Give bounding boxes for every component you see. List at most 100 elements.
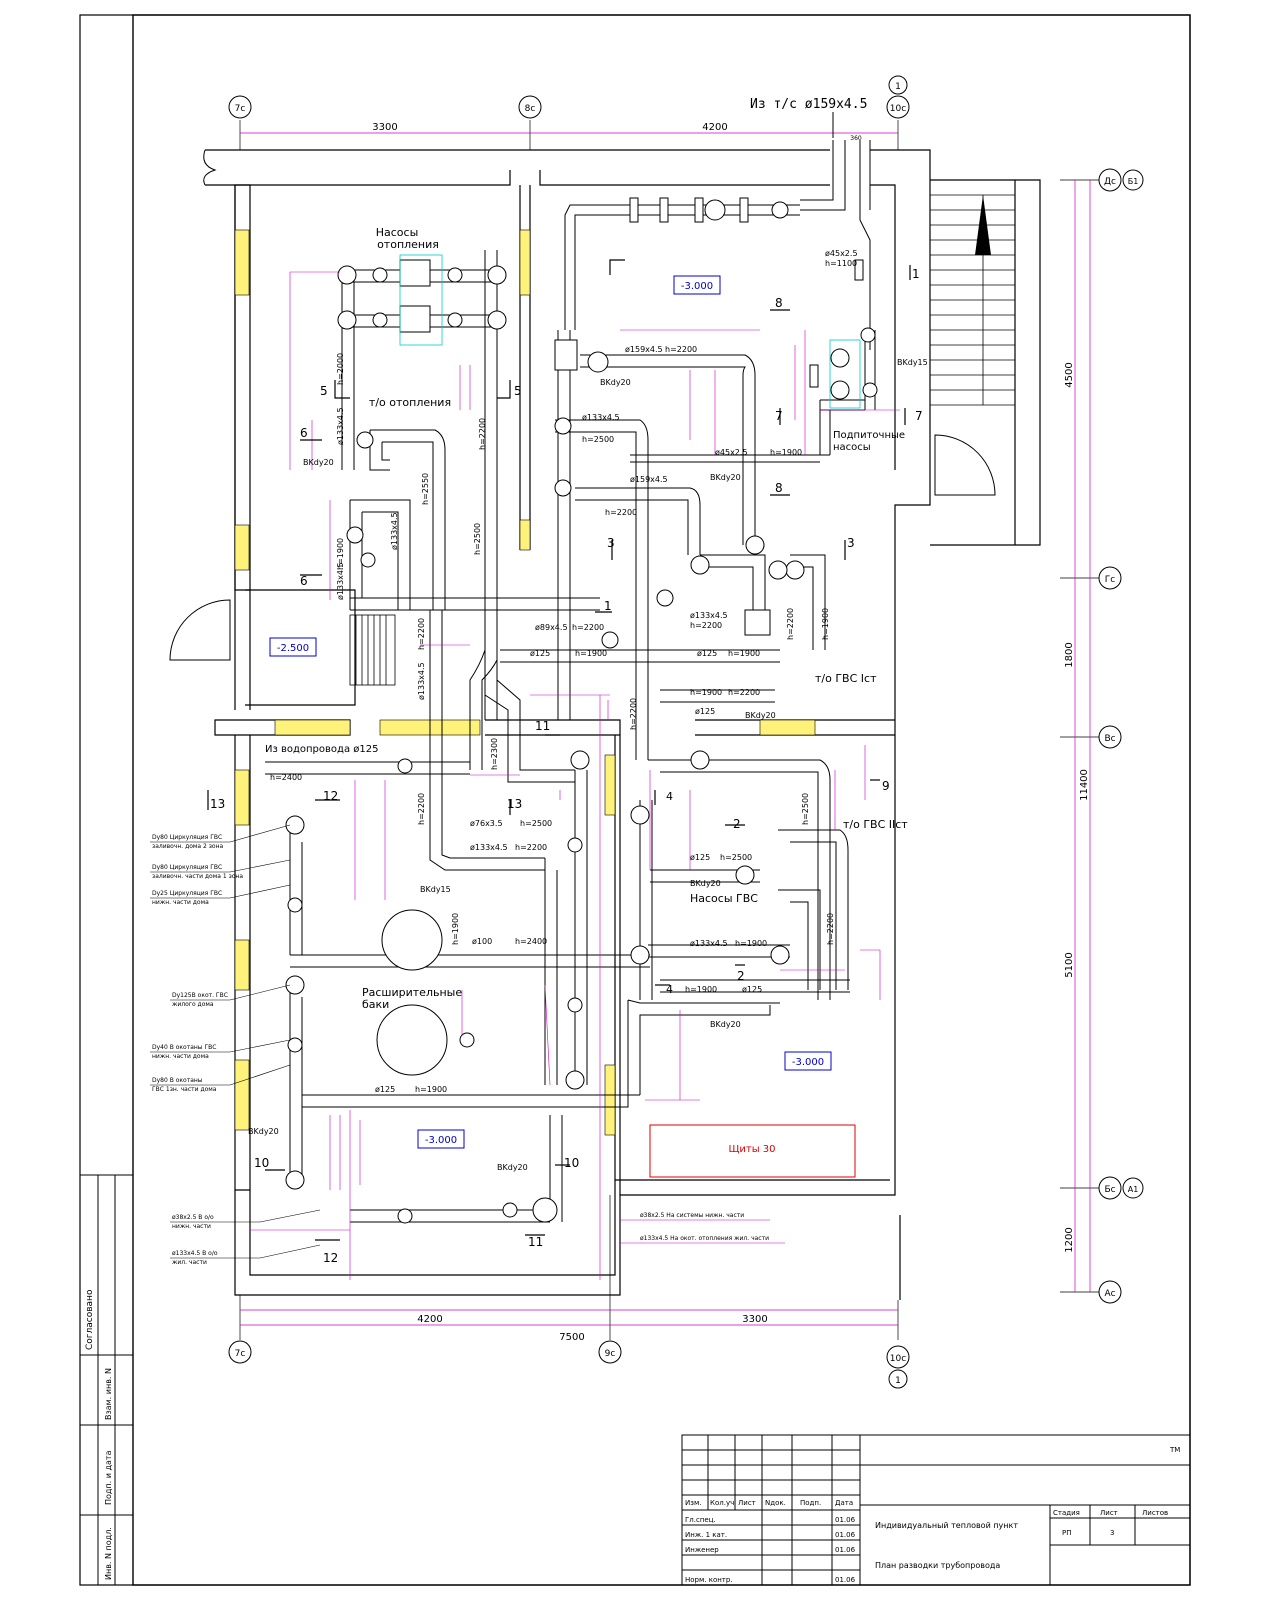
- bottom-callout-1: ø38х2.5 На системы нижн. части: [640, 1212, 744, 1219]
- axis-top-1: 1: [895, 82, 901, 92]
- expansion-tank-1: [381, 909, 443, 971]
- stamp-headers: Изм. Кол.уч Лист Nдок. Подп. Дата Гл.спе…: [685, 1446, 1180, 1584]
- dhw-pumps-label: Насосы ГВС: [690, 892, 758, 905]
- pipe-label: BKdy15: [420, 885, 451, 894]
- section-1a: 1: [604, 599, 612, 613]
- section-9: 9: [882, 779, 890, 793]
- pipe-label: h=2500: [520, 819, 552, 828]
- stamp-role-3: Инженер: [685, 1546, 719, 1554]
- pipe-annotations: ø159х4.5 h=2200 ø133х4.5 h=2500 ø159х4.5…: [248, 249, 928, 1172]
- pipe-label: h=2200: [417, 618, 426, 650]
- pipe-label: BKdy20: [248, 1127, 279, 1136]
- axis-right-vc: Вс: [1104, 734, 1115, 744]
- stamp-date-3: 01.06: [835, 1546, 856, 1554]
- section-4a: 4: [666, 790, 673, 803]
- stamp-col-ndok: Nдок.: [765, 1499, 786, 1507]
- expansion-tanks-label-1: Расширительные: [362, 986, 462, 999]
- axis-top-8c: 8с: [525, 104, 536, 114]
- axis-bottom-9c: 9с: [605, 1349, 616, 1359]
- pipe-label: ø89х4.5: [535, 623, 568, 632]
- dim-right-4500: 4500: [1064, 362, 1075, 387]
- axis-bubbles: [228, 75, 1144, 1389]
- heating-pumps-label-1: Насосы: [376, 226, 419, 239]
- makeup-pumps-label-2: насосы: [833, 442, 871, 453]
- pipe-label: h=2200: [572, 623, 604, 632]
- dim-top-360: 360: [850, 135, 862, 142]
- pipe-label: h=1900: [821, 608, 830, 640]
- pipe-label: BKdy20: [710, 473, 741, 482]
- stamp-stage: РП: [1062, 1529, 1072, 1537]
- section-8b: 8: [775, 481, 783, 495]
- stamp-col-data: Дата: [835, 1499, 853, 1507]
- callout-7: ø38х2.5 В о/о: [172, 1214, 214, 1221]
- stamp-role-4: Норм. контр.: [685, 1576, 733, 1584]
- section-11b: 11: [528, 1235, 543, 1249]
- pipe-label: ø133х4.5: [390, 512, 399, 550]
- pipe-label: h=1900: [685, 985, 717, 994]
- section-2b: 2: [737, 969, 745, 983]
- side-stamp-agreed: Согласовано: [85, 1289, 95, 1350]
- dim-bottom-4200: 4200: [417, 1314, 442, 1325]
- elev-top: -3.000: [681, 281, 713, 292]
- dim-top-3300: 3300: [372, 122, 397, 133]
- section-4b: 4: [666, 983, 673, 996]
- pipe-label: ø133х4.5: [336, 407, 345, 445]
- pipe-label: ø45х2.5: [825, 249, 858, 258]
- side-stamp: [80, 1174, 133, 1585]
- dim-bottom-7500: 7500: [559, 1332, 584, 1343]
- callout-3-sub: нижн. части дома: [152, 899, 209, 906]
- drawing-frame: [132, 14, 1191, 1586]
- pipe-label: BKdy20: [303, 458, 334, 467]
- pipe-label: h=2000: [336, 353, 345, 385]
- axis-right-b1: Б1: [1128, 177, 1139, 186]
- makeup-pumps-label-1: Подпиточные: [833, 430, 905, 441]
- pipe-label: h=2500: [801, 793, 810, 825]
- axis-right-gc: Гс: [1105, 575, 1115, 585]
- stair-arrow: [975, 195, 991, 255]
- callout-6: Dy80 В окотаны: [152, 1077, 203, 1084]
- pipe-label: h=2200: [786, 608, 795, 640]
- heating-exchanger-label: т/о отопления: [369, 396, 451, 409]
- callout-2-sub: заливочн. части дома 1 зона: [152, 873, 243, 880]
- pipe-label: h=2200: [605, 508, 637, 517]
- heating-pumps-label-2: отопления: [377, 238, 439, 251]
- pipe-label: ø125: [530, 649, 550, 658]
- pipe-label: BKdy20: [600, 378, 631, 387]
- dhw1-label: т/о ГВС Iст: [815, 672, 877, 685]
- pipe-label: ø133х4.5: [470, 843, 508, 852]
- pipe-label: ø133х4.5: [336, 562, 345, 600]
- pipe-label: h=2200: [826, 913, 835, 945]
- dim-right-1800: 1800: [1064, 642, 1075, 667]
- pipe-label: h=2200: [728, 688, 760, 697]
- stamp-code: ТМ: [1169, 1446, 1180, 1454]
- section-7b: 7: [915, 409, 923, 423]
- callout-1: Dy80 Циркуляция ГВС: [152, 834, 222, 841]
- pipe-label: h=2200: [629, 698, 638, 730]
- pipe-label: ø159х4.5: [630, 475, 668, 484]
- wall-openings: [234, 229, 816, 1136]
- axis-right-dc: Дс: [1104, 177, 1116, 187]
- section-5b: 5: [514, 384, 522, 398]
- pipe-label: ø100: [472, 937, 492, 946]
- elev-vestibule: -2.500: [277, 643, 309, 654]
- pipe-label: ø159х4.5: [625, 345, 663, 354]
- callout-6-sub: ГВС 1зн. части дома: [152, 1086, 217, 1093]
- pipe-label: ø133х4.5: [690, 939, 728, 948]
- pipe-label: h=2500: [720, 853, 752, 862]
- section-3b: 3: [847, 536, 855, 550]
- bottom-callout-2: ø133х4.5 На окот. отопления жил. части: [640, 1235, 769, 1242]
- dimension-lines: [240, 132, 1091, 1326]
- magenta-dims: [250, 271, 900, 1280]
- pipe-label: ø125: [375, 1085, 395, 1094]
- section-8a: 8: [775, 296, 783, 310]
- water-supply-label: Из водопровода ø125: [265, 744, 378, 755]
- stamp-sheet-header: Лист: [1100, 1509, 1118, 1517]
- stamp-role-1: Гл.спец.: [685, 1516, 716, 1524]
- pipe-label: ø125: [697, 649, 717, 658]
- axis-bottom-10c: 10с: [890, 1354, 906, 1364]
- stamp-stage-header: Стадия: [1053, 1509, 1080, 1517]
- pipe-label: ø133х4.5: [690, 611, 728, 620]
- pipe-label: h=2500: [473, 523, 482, 555]
- pipe-label: BKdy20: [710, 1020, 741, 1029]
- axis-bottom-7c: 7с: [235, 1349, 246, 1359]
